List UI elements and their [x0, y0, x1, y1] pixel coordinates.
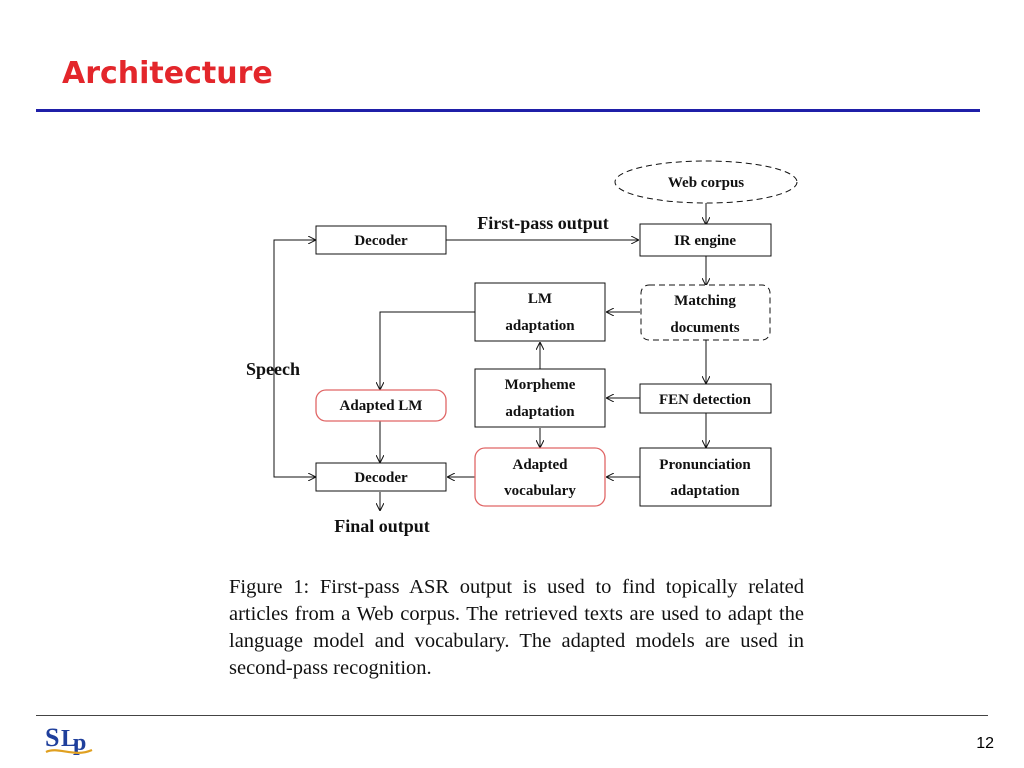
slide-title: Architecture: [62, 56, 273, 91]
morpheme-adaptation-line1: Morpheme: [505, 377, 576, 393]
final-output-label: Final output: [334, 516, 430, 536]
web-corpus-node: Web corpus: [614, 160, 798, 204]
decoder-top-label: Decoder: [354, 233, 408, 249]
adapted-lm-node: Adapted LM: [315, 389, 447, 422]
decoder-bottom-node: Decoder: [315, 462, 447, 492]
matching-documents-line1: Matching: [674, 293, 736, 309]
slp-logo-icon: S L p: [45, 723, 93, 756]
pronunciation-adaptation-line2: adaptation: [670, 483, 740, 499]
svg-text:L: L: [61, 726, 77, 752]
pronunciation-adaptation-node: Pronunciation adaptation: [639, 447, 772, 507]
adapted-vocabulary-node: Adapted vocabulary: [474, 447, 606, 507]
speech-label: Speech: [246, 359, 300, 379]
fen-detection-node: FEN detection: [639, 383, 772, 414]
adapted-vocabulary-line2: vocabulary: [504, 483, 576, 499]
ir-engine-node: IR engine: [639, 223, 772, 257]
morpheme-adaptation-node: Morpheme adaptation: [474, 368, 606, 428]
lm-adaptation-line2: adaptation: [505, 318, 575, 334]
fen-detection-label: FEN detection: [659, 392, 752, 408]
decoder-bottom-label: Decoder: [354, 470, 408, 486]
figure-caption: Figure 1: First-pass ASR output is used …: [229, 576, 804, 679]
morpheme-adaptation-line2: adaptation: [505, 404, 575, 420]
page-number: 12: [976, 735, 994, 752]
diagram-connectors: [273, 203, 706, 510]
lm-adaptation-node: LM adaptation: [474, 282, 606, 342]
first-pass-output-label: First-pass output: [477, 213, 609, 233]
matching-documents-line2: documents: [670, 320, 739, 336]
svg-text:S: S: [45, 723, 59, 752]
footer-divider: [36, 715, 988, 716]
lm-adaptation-line1: LM: [528, 291, 552, 307]
decoder-top-node: Decoder: [315, 225, 447, 255]
matching-documents-node: Matching documents: [640, 284, 771, 341]
pronunciation-adaptation-line1: Pronunciation: [659, 457, 751, 473]
adapted-vocabulary-line1: Adapted: [512, 457, 568, 473]
slp-logo: S L p: [44, 722, 94, 763]
svg-text:p: p: [73, 730, 86, 756]
web-corpus-label: Web corpus: [668, 175, 744, 191]
title-underline: [36, 109, 980, 112]
adapted-lm-label: Adapted LM: [340, 398, 423, 414]
ir-engine-label: IR engine: [674, 233, 736, 249]
